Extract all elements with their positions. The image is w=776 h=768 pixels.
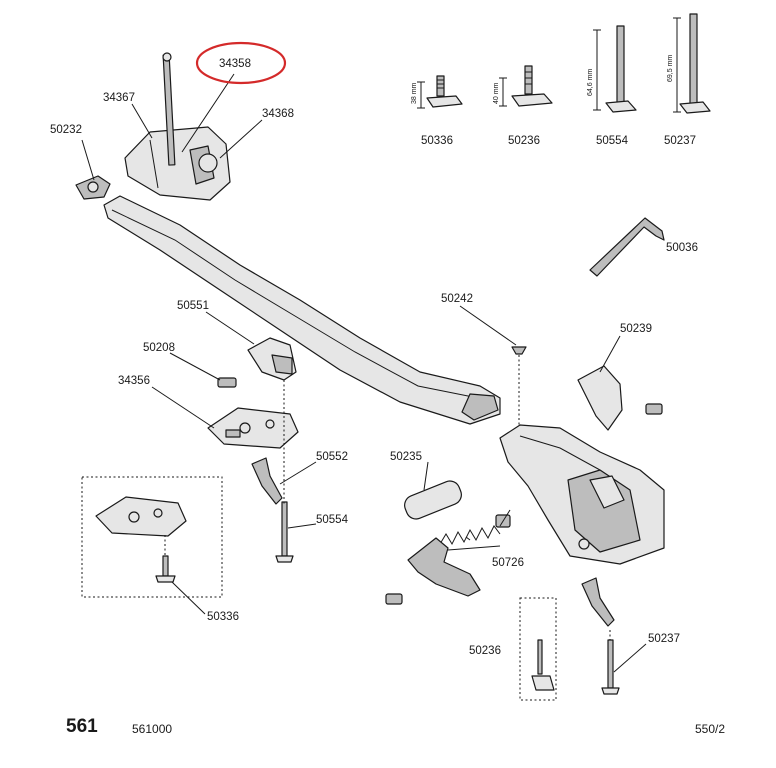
- bolt-50336-top: [417, 75, 463, 109]
- label-50554: 50554: [316, 514, 349, 526]
- bolt-50554-top: [593, 25, 637, 113]
- part-labels: 34358 34367 34368 50232 50336 50236 5055…: [50, 58, 698, 657]
- bolt-50236-top: [499, 65, 553, 107]
- label-34356: 34356: [118, 375, 150, 387]
- label-50036: 50036: [666, 242, 698, 254]
- label-50239: 50239: [620, 323, 652, 335]
- dim-40mm: 40 mm: [493, 82, 500, 104]
- bolt-50554: [275, 501, 294, 563]
- label-50237: 50237: [648, 633, 680, 645]
- page-number: 561: [66, 716, 98, 737]
- label-34367: 34367: [103, 92, 135, 104]
- spring-50726: [439, 514, 511, 546]
- highlight-ring: [195, 41, 287, 85]
- label-50208: 50208: [143, 342, 175, 354]
- strap-50552: [251, 457, 283, 505]
- sleeve-50235: [404, 480, 462, 520]
- label-34358: 34358: [219, 58, 251, 70]
- label-50235: 50235: [390, 451, 422, 463]
- label-50551: 50551: [177, 300, 209, 312]
- label-50336-top: 50336: [421, 135, 453, 147]
- bolt-50336: [155, 555, 176, 583]
- inset-box: [81, 476, 223, 598]
- bracket-50239: [577, 365, 663, 431]
- strap-50236-lower: [581, 577, 615, 627]
- main-bar: [103, 195, 501, 425]
- leader-lines: [81, 73, 647, 673]
- wheel-holder-housing: [499, 424, 665, 565]
- inset-plate: [95, 496, 187, 537]
- label-50336: 50336: [207, 611, 239, 623]
- lever-50726: [385, 537, 481, 605]
- label-50242: 50242: [441, 293, 473, 305]
- dim-64-6mm: 64,6 mm: [587, 69, 594, 96]
- inset-box-50236: [519, 597, 557, 701]
- hex-key-50036: [589, 217, 665, 277]
- label-50237-top: 50237: [664, 135, 696, 147]
- pin-50208: [217, 377, 237, 388]
- label-50236: 50236: [469, 645, 501, 657]
- clamp-50551: [247, 337, 297, 381]
- frame-holder-clamp-top: [124, 52, 231, 201]
- label-50552: 50552: [316, 451, 348, 463]
- catalog-code: 561000: [132, 722, 173, 736]
- label-50726: 50726: [492, 557, 524, 569]
- bolt-50236: [531, 639, 555, 691]
- bolt-50237-top: [673, 13, 711, 114]
- knob-50232: [75, 175, 111, 200]
- screw-50242: [511, 346, 527, 355]
- base-plate-34356: [207, 407, 299, 449]
- label-50232: 50232: [50, 124, 82, 136]
- bolt-50237: [601, 630, 620, 695]
- label-34368: 34368: [262, 108, 294, 120]
- dimension-labels: 38 mm 40 mm 64,6 mm 69,5 mm: [411, 55, 674, 104]
- dim-69-5mm: 69,5 mm: [667, 55, 674, 82]
- dim-38mm: 38 mm: [411, 82, 418, 104]
- sheet-reference: 550/2: [695, 722, 726, 736]
- label-50236-top: 50236: [508, 135, 540, 147]
- label-50554-top: 50554: [596, 135, 629, 147]
